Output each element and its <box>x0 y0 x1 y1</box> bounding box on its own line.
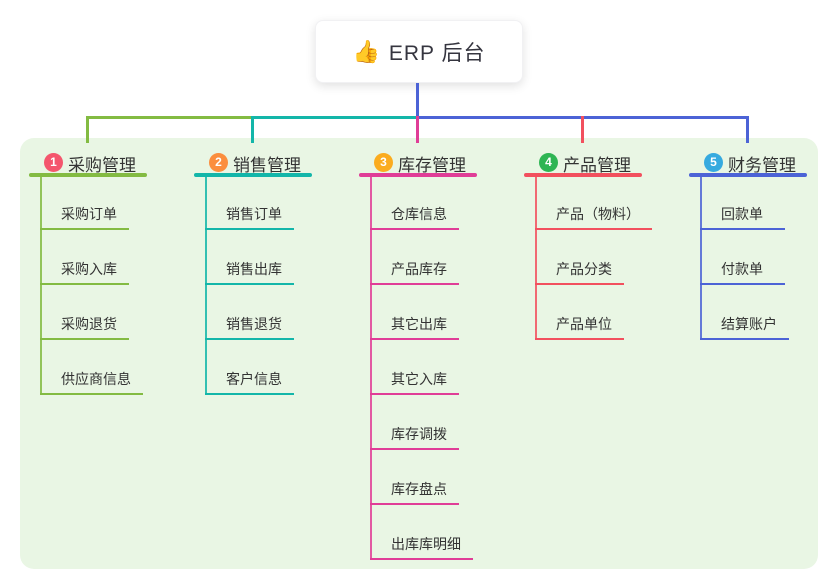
child-topic[interactable]: 客户信息 <box>205 363 294 395</box>
child-label: 采购订单 <box>61 206 117 222</box>
branch-label: 财务管理 <box>728 156 796 175</box>
child-label: 采购退货 <box>61 316 117 332</box>
branch-number-badge: 1 <box>44 153 63 172</box>
root-label: ERP 后台 <box>388 41 486 65</box>
branch-spine-line <box>370 177 372 560</box>
child-topic[interactable]: 销售出库 <box>205 253 294 285</box>
child-topic[interactable]: 采购退货 <box>40 308 129 340</box>
child-label: 仓库信息 <box>391 206 447 222</box>
branch-spine-line <box>205 177 207 395</box>
child-topic[interactable]: 库存调拨 <box>370 418 459 450</box>
child-topic[interactable]: 回款单 <box>700 198 785 230</box>
child-topic[interactable]: 仓库信息 <box>370 198 459 230</box>
child-label: 结算账户 <box>721 316 777 332</box>
child-topic[interactable]: 其它出库 <box>370 308 459 340</box>
branch-column-5: 5 财务管理回款单付款单结算账户 <box>689 150 839 588</box>
branch-label: 采购管理 <box>68 156 136 175</box>
root-node[interactable]: 👍 ERP 后台 <box>315 20 523 83</box>
child-topic[interactable]: 产品（物料） <box>535 198 652 230</box>
branch-number-badge: 5 <box>704 153 723 172</box>
connector-root-stem <box>416 83 419 120</box>
child-topic[interactable]: 付款单 <box>700 253 785 285</box>
branch-underline <box>689 173 807 177</box>
branch-number-badge: 3 <box>374 153 393 172</box>
branch-spine-line <box>40 177 42 395</box>
connector-drop-2 <box>251 116 254 143</box>
child-label: 供应商信息 <box>61 371 131 387</box>
child-label: 采购入库 <box>61 261 117 277</box>
branch-label: 库存管理 <box>398 156 466 175</box>
child-label: 其它出库 <box>391 316 447 332</box>
thumbs-up-icon: 👍 <box>352 38 380 64</box>
connector-bar-middle <box>251 116 419 119</box>
child-topic[interactable]: 库存盘点 <box>370 473 459 505</box>
child-label: 产品单位 <box>556 316 612 332</box>
child-topic[interactable]: 采购入库 <box>40 253 129 285</box>
background-panel <box>20 138 818 569</box>
branch-underline <box>194 173 312 177</box>
child-label: 客户信息 <box>226 371 282 387</box>
branch-number-badge: 2 <box>209 153 228 172</box>
branch-number-badge: 4 <box>539 153 558 172</box>
child-label: 库存盘点 <box>391 481 447 497</box>
branch-label: 销售管理 <box>233 156 301 175</box>
child-topic[interactable]: 供应商信息 <box>40 363 143 395</box>
branch-underline <box>359 173 477 177</box>
branch-column-3: 3 库存管理仓库信息产品库存其它出库其它入库库存调拨库存盘点出库库明细 <box>359 150 524 588</box>
child-topic[interactable]: 产品分类 <box>535 253 624 285</box>
child-label: 产品（物料） <box>556 206 640 222</box>
child-topic[interactable]: 其它入库 <box>370 363 459 395</box>
child-topic[interactable]: 结算账户 <box>700 308 789 340</box>
child-label: 产品库存 <box>391 261 447 277</box>
branch-column-1: 1 采购管理采购订单采购入库采购退货供应商信息 <box>29 150 194 588</box>
connector-drop-3 <box>416 116 419 143</box>
branch-underline <box>524 173 642 177</box>
child-label: 产品分类 <box>556 261 612 277</box>
child-topic[interactable]: 销售订单 <box>205 198 294 230</box>
child-label: 回款单 <box>721 206 763 222</box>
child-topic[interactable]: 产品库存 <box>370 253 459 285</box>
branch-underline <box>29 173 147 177</box>
connector-bar-left <box>86 116 254 119</box>
child-topic[interactable]: 产品单位 <box>535 308 624 340</box>
child-label: 付款单 <box>721 261 763 277</box>
connector-drop-4 <box>581 116 584 143</box>
child-topic[interactable]: 销售退货 <box>205 308 294 340</box>
branch-column-2: 2 销售管理销售订单销售出库销售退货客户信息 <box>194 150 359 588</box>
connector-drop-1 <box>86 116 89 143</box>
child-label: 库存调拨 <box>391 426 447 442</box>
child-label: 其它入库 <box>391 371 447 387</box>
branch-spine-line <box>700 177 702 340</box>
branch-column-4: 4 产品管理产品（物料） 产品分类产品单位 <box>524 150 689 588</box>
connector-drop-5 <box>746 116 749 143</box>
child-label: 销售退货 <box>226 316 282 332</box>
child-label: 出库库明细 <box>391 536 461 552</box>
child-topic[interactable]: 出库库明细 <box>370 528 473 560</box>
child-label: 销售出库 <box>226 261 282 277</box>
branch-label: 产品管理 <box>563 156 631 175</box>
child-topic[interactable]: 采购订单 <box>40 198 129 230</box>
branch-spine-line <box>535 177 537 340</box>
child-label: 销售订单 <box>226 206 282 222</box>
